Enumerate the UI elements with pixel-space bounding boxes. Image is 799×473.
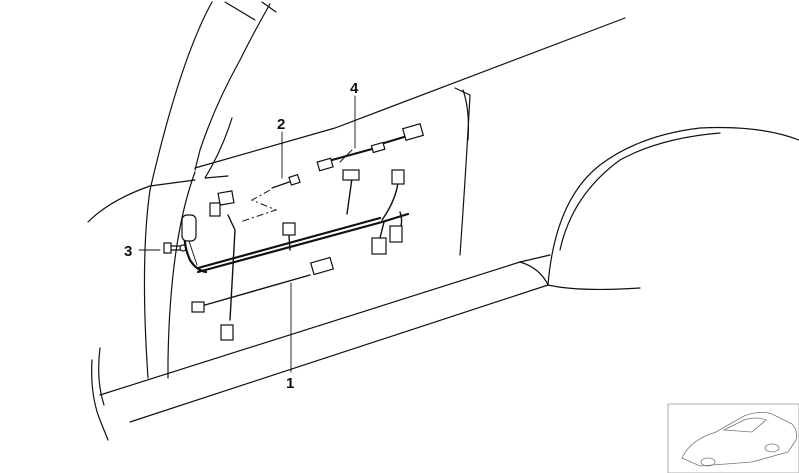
thumbnail-front-wheel [700,457,716,467]
door-top-line [194,17,626,169]
quarter-window [204,117,233,179]
part-4-plug-left [316,157,334,172]
fender-rear-edge [143,189,151,379]
hood-edge [87,179,196,223]
sill-rear-cap [519,254,551,263]
leader-lines [138,95,356,373]
a-pillar-front-edge [149,1,213,191]
connector-left-end [191,301,205,313]
rear-wheel-arch-inner [559,132,721,251]
connector-top-left-a [217,190,235,206]
connector-right-bottom-b [389,225,403,243]
part-4-wire-a [330,147,374,162]
harness-right-branch-up [381,181,399,221]
screw-shank [271,180,293,189]
rear-wheel-arch [547,126,799,286]
callout-2: 2 [277,116,285,133]
vehicle-locator-thumbnail [667,403,799,473]
front-wheel-arch [91,359,109,441]
thumbnail-car-body [681,412,797,467]
harness-right-branch-down-a [379,221,385,239]
part-4-plug-right [401,123,425,141]
harness-left-drop [227,214,236,321]
clip-body [163,242,172,254]
part-4-wire-b [382,135,406,145]
grommet-inner-line [188,240,198,266]
a-pillar-top [261,1,277,13]
windshield-top [224,1,256,21]
part-2-screw [239,173,301,223]
part-4-sleeve [370,141,386,154]
connector-bottom-left [220,324,234,341]
screw-head [288,173,301,186]
thumbnail-frame [667,403,799,473]
thumbnail-car-window [722,417,767,433]
front-wheel-arch-inner [98,347,105,406]
callout-numbers: 4 2 3 1 [124,80,359,392]
harness-upper-branch [346,177,353,215]
callout-3: 3 [124,243,132,260]
sill-end [519,261,549,286]
part-3-clip [163,242,187,254]
harness-control-box [309,256,335,276]
connector-center [282,222,296,236]
callout-1: 1 [286,375,294,392]
part-4-cable [316,123,425,172]
door-rear-edge [454,87,471,256]
screw-dashed-axis [239,189,278,223]
sill-line-upper [99,261,521,396]
connector-top-left-b [209,202,221,217]
harness-main-trunk [196,212,410,274]
callout-4: 4 [350,80,359,97]
part-1-door-harness [181,169,410,341]
harness-grommet [181,214,197,242]
car-body-outline [87,1,799,441]
door-rear-edge-inner [462,89,470,141]
door-front-edge [167,171,196,379]
rear-wheel-arch-bottom [547,284,641,291]
connector-upper-mid [342,169,360,181]
harness-lower-trunk [204,274,311,306]
harness-center-branch [288,235,291,251]
thumbnail-rear-wheel [764,443,780,453]
sill-line-lower [129,284,549,423]
connector-right-top [391,169,405,185]
part-4-side-lead [339,149,353,163]
a-pillar-rear-edge [194,3,271,171]
connector-right-bottom-a [371,237,387,255]
